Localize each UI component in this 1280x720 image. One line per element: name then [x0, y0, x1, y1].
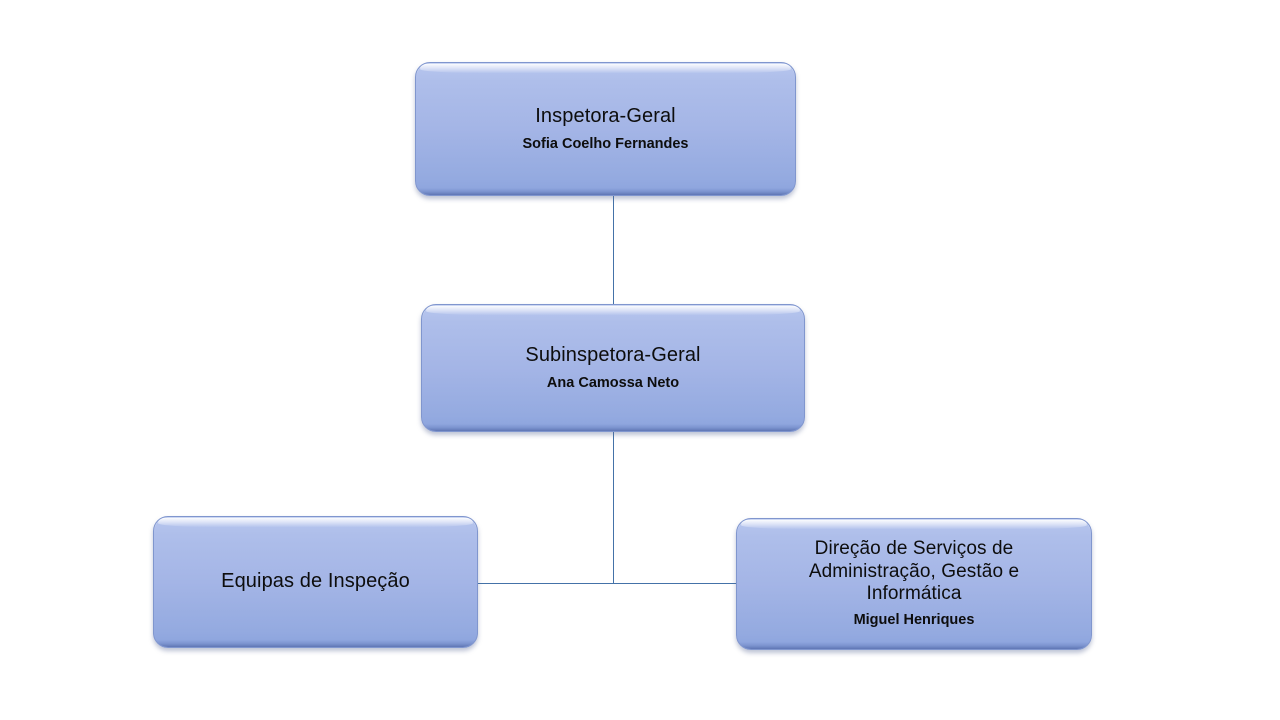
- connector-subinspetora-vertical: [613, 432, 614, 583]
- node-inspetora-geral[interactable]: Inspetora-Geral Sofia Coelho Fernandes: [415, 62, 796, 196]
- node-inspetora-geral-title: Inspetora-Geral: [535, 105, 676, 127]
- node-direcao-de-servicos-title-line-3: Informática: [866, 583, 962, 604]
- node-direcao-de-servicos-title: Direção de Serviços de Administração, Ge…: [799, 538, 1029, 605]
- node-subinspetora-geral[interactable]: Subinspetora-Geral Ana Camossa Neto: [421, 304, 805, 432]
- node-direcao-de-servicos[interactable]: Direção de Serviços de Administração, Ge…: [736, 518, 1092, 650]
- node-subinspetora-geral-name: Ana Camossa Neto: [546, 374, 680, 391]
- connector-bottom-horizontal: [478, 583, 736, 584]
- node-direcao-de-servicos-title-line-2: Administração, Gestão e: [808, 560, 1020, 582]
- node-equipas-de-inspecao-title: Equipas de Inspeção: [221, 570, 410, 593]
- node-equipas-de-inspecao[interactable]: Equipas de Inspeção: [153, 516, 478, 648]
- connector-inspetora-to-subinspetora: [613, 196, 614, 304]
- node-inspetora-geral-name: Sofia Coelho Fernandes: [522, 135, 689, 152]
- node-subinspetora-geral-title: Subinspetora-Geral: [525, 344, 701, 366]
- node-direcao-de-servicos-name: Miguel Henriques: [853, 612, 975, 629]
- node-direcao-de-servicos-title-line-1: Direção de Serviços de: [814, 538, 1014, 560]
